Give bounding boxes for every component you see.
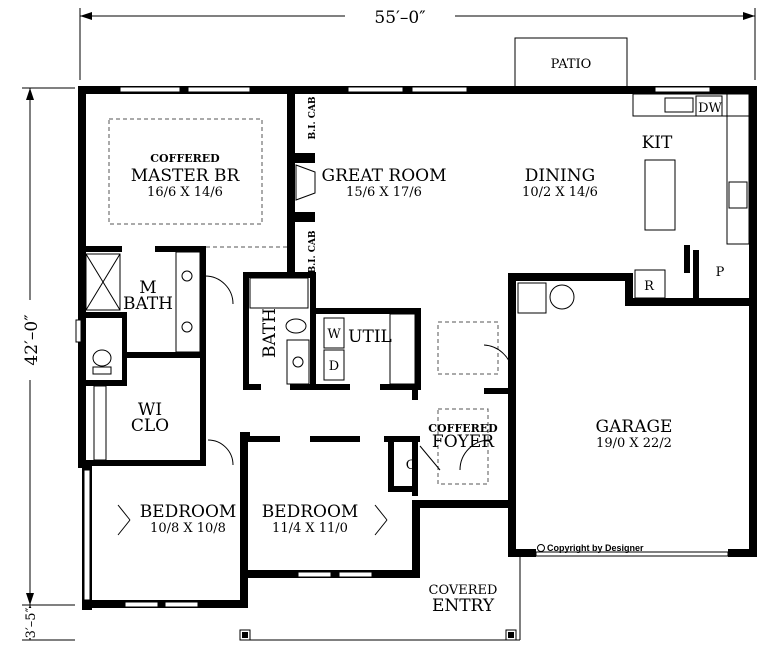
walkin-closet-label: CLO (131, 416, 169, 436)
builtin-cabinet-label: B.I. CAB (308, 96, 318, 139)
dryer-label: D (329, 359, 339, 374)
patio-label: PATIO (551, 57, 592, 72)
bedroom2-size: 11/4 X 11/0 (272, 521, 348, 536)
master-bath-label: BATH (123, 294, 173, 314)
utility-label: UTIL (348, 327, 392, 347)
depth-dimension: 42′–0″ (22, 314, 42, 365)
covered-entry-label: ENTRY (432, 596, 495, 616)
dining-name: DINING (525, 166, 595, 186)
garage-name: GARAGE (596, 417, 673, 437)
interior-walls (82, 90, 699, 496)
dimension-left: 42′–0″ 3′–5″ (20, 87, 75, 641)
porch-dimension: 3′–5″ (24, 607, 39, 638)
refrigerator-label: R (644, 279, 655, 294)
room-labels: COFFERED MASTER BR 16/6 X 14/6 GREAT ROO… (123, 96, 725, 616)
dishwasher-label: DW (698, 101, 722, 116)
washer-label: W (327, 327, 341, 342)
walkin-closet-label: WI (138, 400, 162, 420)
bedroom2-name: BEDROOM (262, 502, 359, 522)
garage-size: 19/0 X 22/2 (596, 436, 672, 451)
bath-label: BATH (260, 308, 280, 358)
kitchen-label: KIT (642, 133, 673, 153)
dining-size: 10/2 X 14/6 (522, 185, 598, 200)
width-dimension: 55′–0″ (374, 8, 425, 28)
foyer-name: FOYER (432, 432, 495, 452)
copyright-icon (537, 544, 545, 552)
master-name: MASTER BR (131, 166, 241, 186)
closet-g-label: G (406, 458, 416, 473)
master-size: 16/6 X 14/6 (147, 185, 223, 200)
dimension-top: 55′–0″ (79, 6, 756, 80)
covered-entry-label: COVERED (429, 583, 498, 598)
pantry-label: P (716, 265, 725, 280)
master-note: COFFERED (150, 152, 220, 165)
foyer-note: COFFERED (428, 422, 498, 435)
windows (75, 86, 729, 608)
bedroom1-name: BEDROOM (140, 502, 237, 522)
great-room-size: 15/6 X 17/6 (346, 185, 422, 200)
bedroom1-size: 10/8 X 10/8 (150, 521, 226, 536)
fixtures (85, 93, 750, 641)
builtin-cabinet-label: B.I. CAB (308, 230, 318, 273)
copyright-text: Copyright by Designer (547, 543, 644, 553)
great-room-name: GREAT ROOM (322, 166, 447, 186)
master-bath-label: M (139, 278, 156, 298)
